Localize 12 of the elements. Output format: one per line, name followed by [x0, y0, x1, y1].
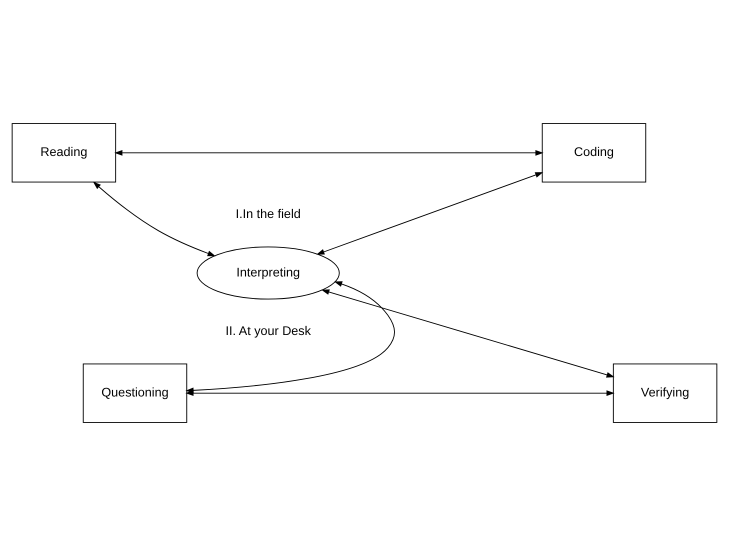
- arrow: [316, 172, 544, 255]
- arrow: [114, 150, 544, 156]
- node-box: Verifying: [612, 363, 718, 423]
- node-box: Reading: [12, 123, 116, 183]
- node-box: Questioning: [82, 363, 188, 423]
- arrow: [185, 390, 615, 396]
- node-label: II. At your Desk: [226, 324, 311, 338]
- node-ellipse: Interpreting: [196, 246, 340, 300]
- arrow: [321, 289, 615, 378]
- arrow: [92, 182, 216, 256]
- node-label: I.In the field: [236, 206, 301, 221]
- node-box: Coding: [542, 123, 646, 183]
